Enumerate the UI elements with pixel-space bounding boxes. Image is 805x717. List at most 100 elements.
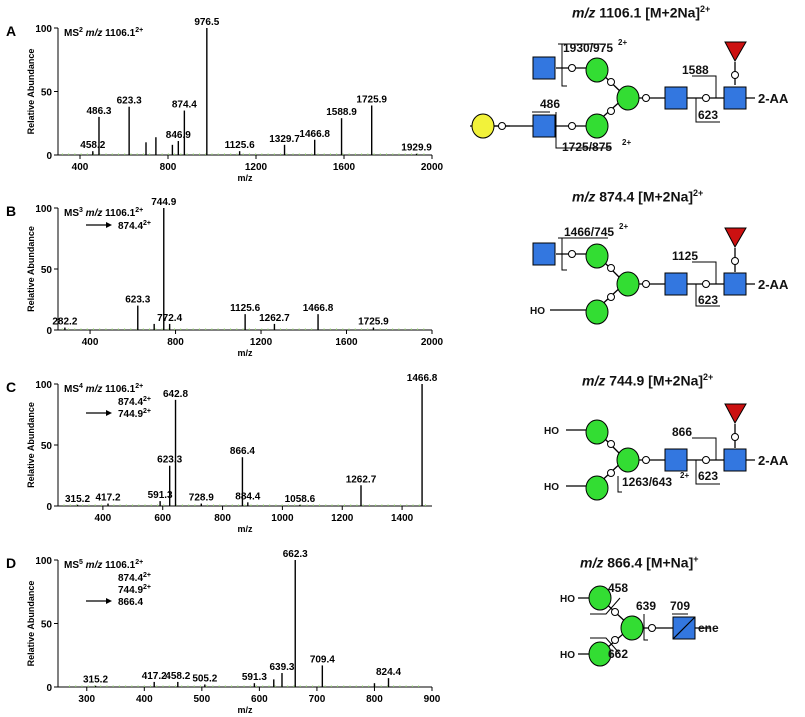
fucose-triangle — [724, 227, 747, 249]
peak-label: 591.3 — [148, 490, 173, 501]
glycan-title-3: m/z 744.9 [M+2Na]2+ — [582, 372, 713, 389]
hydroxyl-label: HO — [530, 306, 545, 317]
hydroxyl-label: HO — [560, 650, 575, 661]
mannose-circles — [588, 585, 644, 667]
glcnac-squares — [532, 56, 747, 138]
y-tick-label: 0 — [46, 151, 52, 162]
fragment-mz-value: 874.4 — [118, 221, 143, 232]
x-tick-label: 800 — [366, 694, 383, 705]
glcnac-squares — [532, 242, 747, 296]
y-tick-label: 50 — [41, 620, 53, 631]
linkage-markers — [498, 64, 739, 130]
galactose-circle — [471, 113, 495, 139]
y-axis-label: Relative Abundance — [26, 581, 36, 667]
glcnac-square — [723, 86, 747, 110]
glycan-structure-2: 1466/745 2+ 1125 623 HO 2-AA — [530, 222, 789, 325]
mannose-circle — [585, 113, 609, 139]
y-tick-label: 50 — [41, 441, 53, 452]
glycan-title-adduct: [M+2Na] — [638, 188, 694, 205]
x-tick-label: 400 — [136, 694, 153, 705]
cleavage-charge: 2+ — [619, 222, 628, 231]
mz-label: m/z — [83, 28, 105, 39]
glcnac-square — [664, 86, 688, 110]
cleavage-brackets — [532, 43, 720, 149]
ms-stage: 2 — [79, 27, 83, 34]
panel-letter: C — [6, 379, 16, 395]
ms-label: MS — [64, 28, 79, 39]
reducing-end-label: ene — [698, 621, 719, 635]
ms-label: MS — [64, 208, 79, 219]
precursor-mz: 1106.1 — [105, 208, 135, 219]
y-axis-label: Relative Abundance — [26, 402, 36, 488]
glycan-title-2: m/z 874.4 [M+2Na]2+ — [572, 188, 703, 205]
glycan-structure-4: 458 639 709 662 HO HO ene — [560, 581, 719, 667]
fragment-mz: 744.92+ — [118, 408, 151, 420]
peak-label: 1725.9 — [358, 317, 389, 328]
peak-label: 1125.6 — [225, 140, 255, 151]
peak-label: 824.4 — [376, 667, 401, 678]
arrow-head — [106, 410, 112, 416]
mannose-circle — [585, 57, 609, 83]
y-tick-label: 50 — [41, 88, 53, 99]
msn-annotation-line: MS2 m/z 1106.12+ — [64, 27, 143, 39]
glycan-title-adduct: [M+2Na] — [648, 372, 704, 389]
fragment-charge: 2+ — [143, 396, 151, 403]
ms-label: MS — [64, 384, 79, 395]
panel-letter: B — [6, 203, 16, 219]
fragment-mz-value: 744.9 — [118, 585, 143, 596]
peak-label: 1125.6 — [230, 303, 260, 314]
peak-label: 744.9 — [151, 197, 176, 208]
peak-label: 1466.8 — [299, 129, 330, 140]
glycan-title-charge: 2+ — [703, 372, 714, 382]
ms-stage: 4 — [79, 383, 83, 390]
hydroxyl-label: HO — [544, 426, 559, 437]
glycan-structure-3: 866 623 1263/643 2+ HO HO 2-AA — [544, 403, 789, 501]
peak-label: 1262.7 — [259, 313, 290, 324]
x-tick-label: 2000 — [421, 162, 444, 173]
cleavage-label: 1725/875 — [562, 140, 612, 154]
glycan-title-charge: 2+ — [693, 188, 704, 198]
peak-label: 639.3 — [269, 662, 294, 673]
x-tick-label: 400 — [82, 337, 99, 348]
msn-annotation-line: MS5 m/z 1106.12+ — [64, 559, 143, 571]
glycan-title-adduct: [M+2Na] — [645, 4, 701, 21]
y-tick-label: 100 — [35, 204, 52, 215]
x-tick-label: 800 — [160, 162, 177, 173]
glycan-title-mz: m/z — [572, 4, 596, 21]
x-tick-label: 1000 — [271, 513, 294, 524]
mannose-circles — [585, 57, 640, 139]
fragment-mz: 866.4 — [118, 597, 143, 608]
cleavage-label: 458 — [608, 581, 628, 595]
msn-annotation-line: MS4 m/z 1106.12+ — [64, 383, 143, 395]
peak-label: 874.4 — [172, 100, 197, 111]
x-tick-label: 2000 — [421, 337, 444, 348]
x-tick-label: 800 — [167, 337, 184, 348]
reducing-end-label: 2-AA — [758, 91, 789, 106]
cleavage-brackets — [617, 437, 720, 493]
glycan-title-value: 744.9 — [609, 372, 645, 389]
cleavage-labels: 1466/745 2+ 1125 623 HO 2-AA — [530, 222, 789, 317]
peak-label: 1929.9 — [401, 143, 432, 154]
glycan-title-mz: m/z — [572, 188, 596, 205]
peak-label: 623.3 — [157, 455, 182, 466]
fragment-charge: 2+ — [143, 408, 151, 415]
fragment-charge: 2+ — [143, 220, 151, 227]
x-axis-label: m/z — [237, 348, 253, 358]
fragment-charge: 2+ — [143, 584, 151, 591]
x-tick-label: 500 — [194, 694, 211, 705]
y-tick-label: 50 — [41, 265, 53, 276]
x-tick-label: 900 — [424, 694, 441, 705]
ms-label: MS — [64, 560, 79, 571]
y-axis-label: Relative Abundance — [26, 226, 36, 312]
peak-label: 1466.8 — [407, 373, 438, 384]
x-tick-label: 1400 — [391, 513, 414, 524]
peak-label: 642.8 — [163, 389, 188, 400]
precursor-charge: 2+ — [135, 207, 143, 214]
y-tick-label: 100 — [35, 556, 52, 567]
cross-ring-cleavage-line — [672, 616, 696, 640]
msn-annotation: MS4 m/z 1106.12+874.42+744.92+ — [64, 383, 151, 420]
msn-annotation: MS2 m/z 1106.12+ — [64, 27, 143, 39]
